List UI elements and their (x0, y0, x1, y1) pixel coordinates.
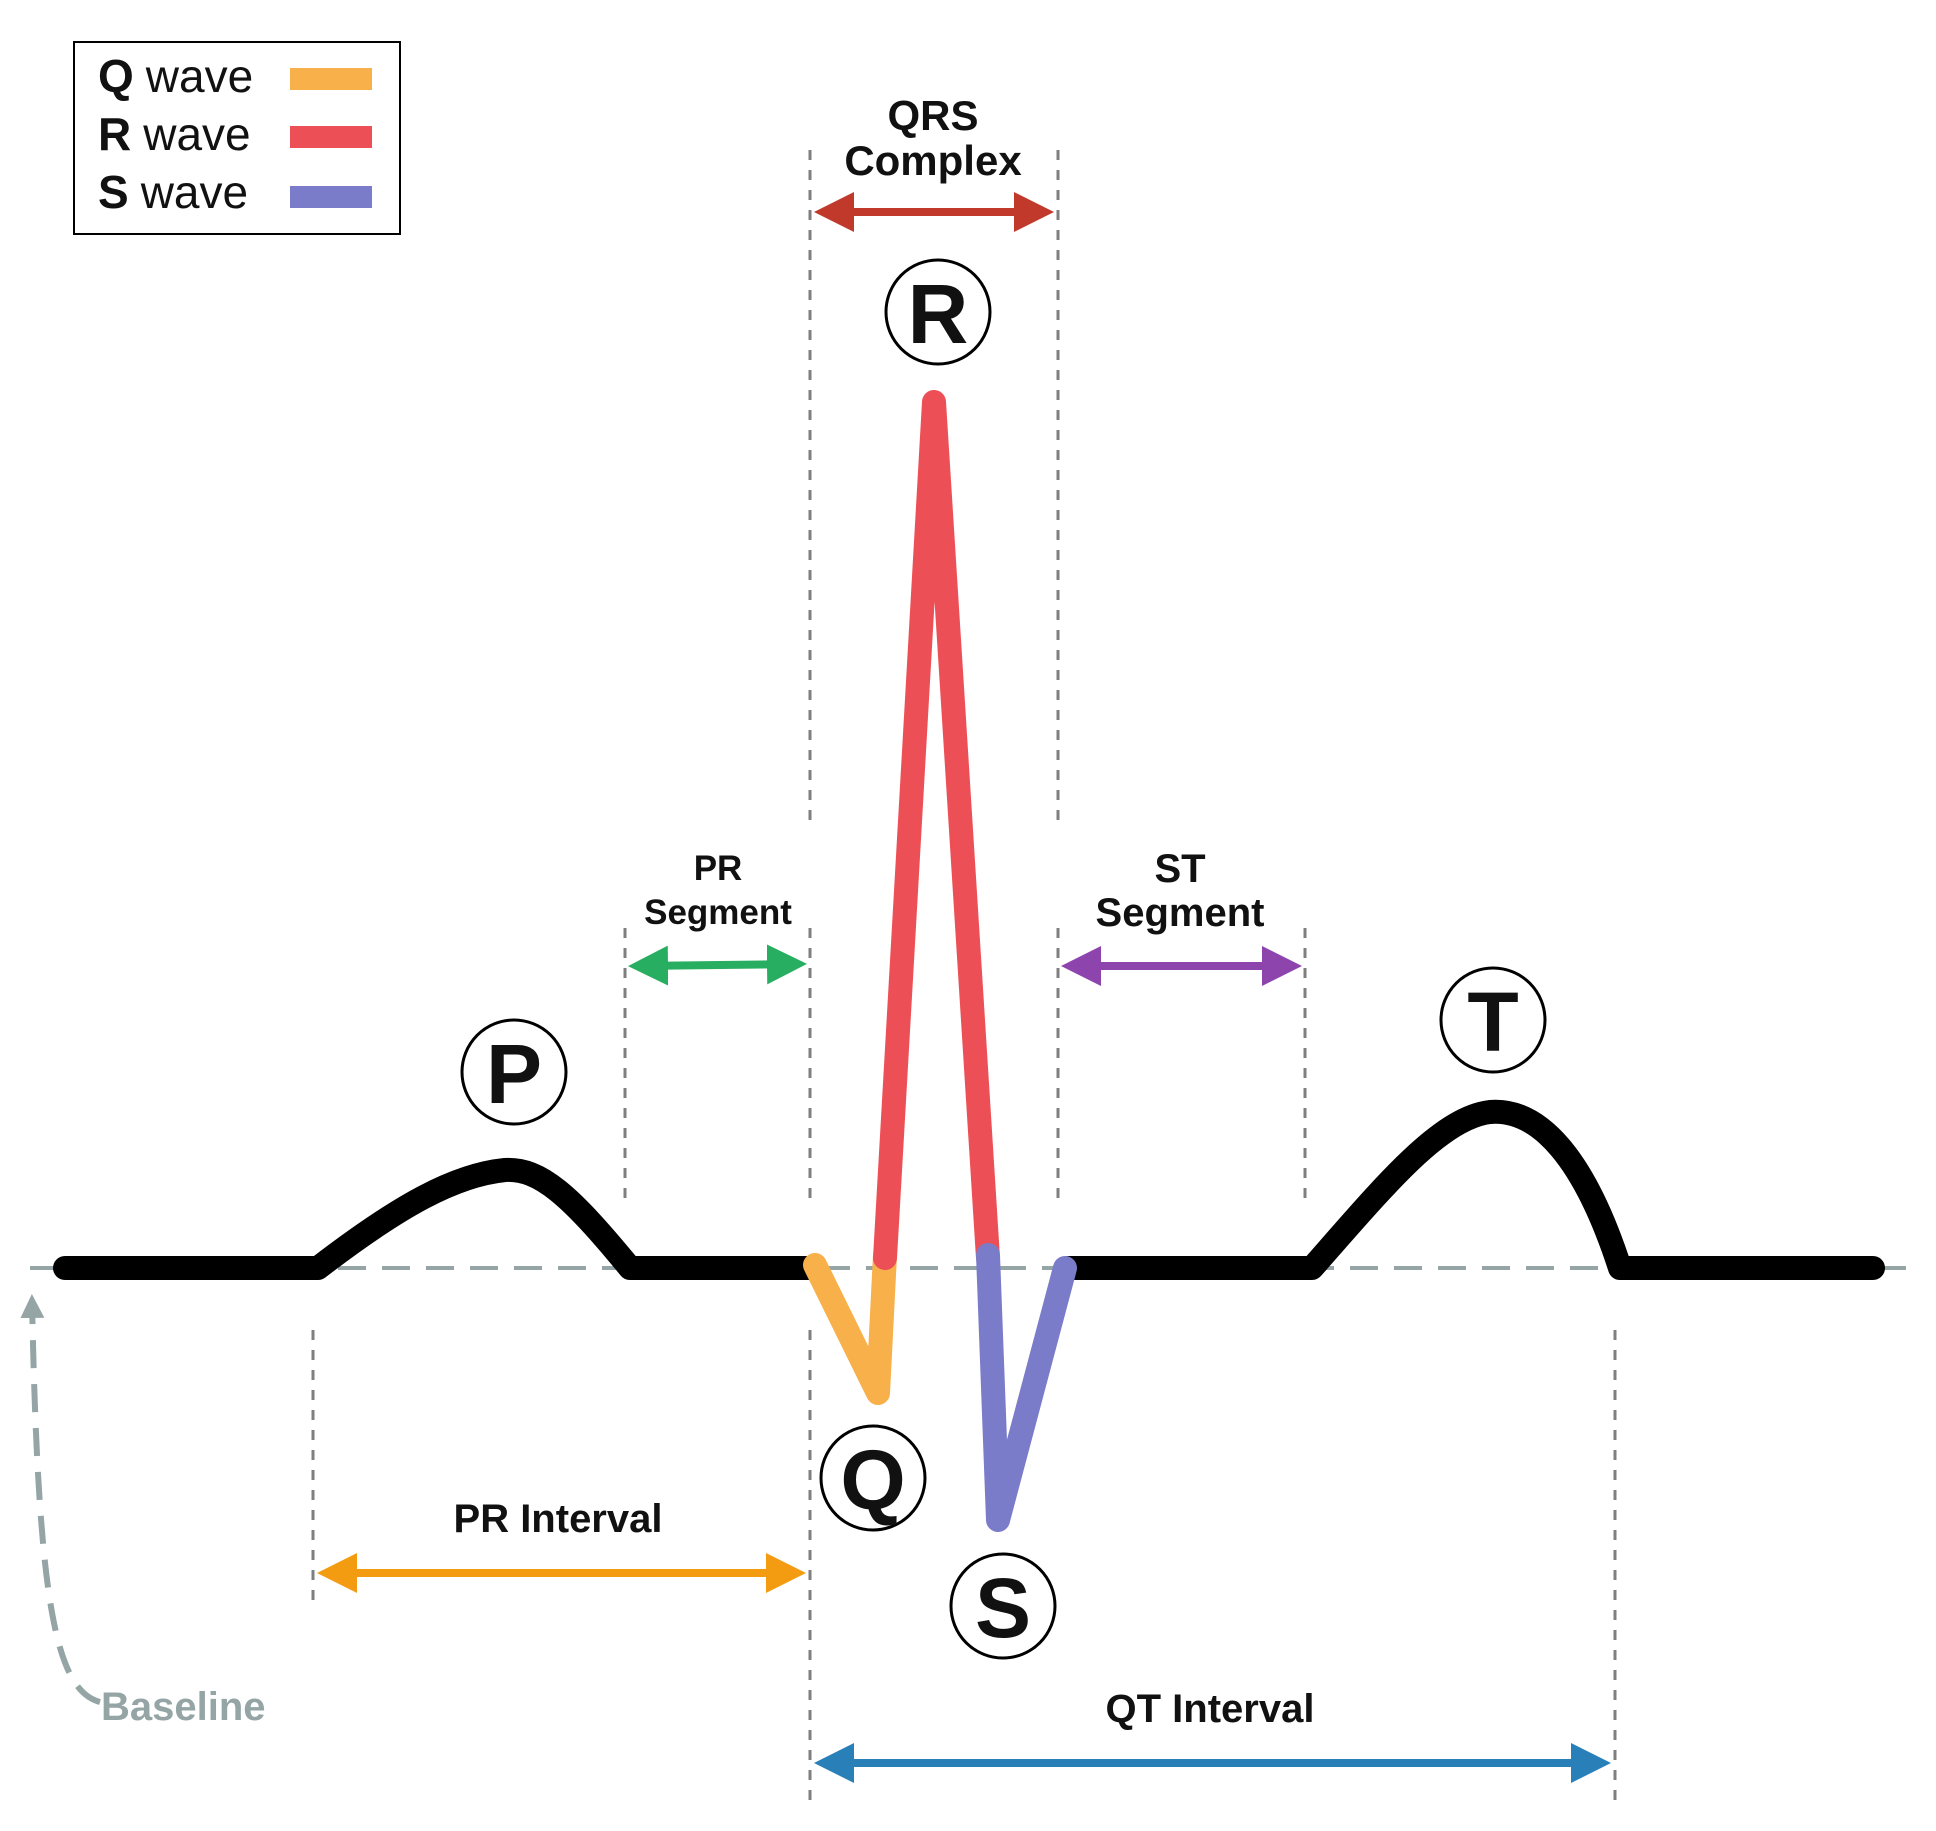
guide-lines (311, 150, 1617, 1805)
legend-r-swatch (290, 126, 372, 148)
legend-r-letter: R (98, 108, 131, 160)
s-circle (949, 1552, 1057, 1660)
pr-segment-label-line1: PR (694, 849, 743, 888)
wave-label-t: T (1439, 966, 1547, 1074)
pr-interval-annotation: PR Interval (317, 1497, 806, 1593)
legend-r-word: wave (142, 108, 250, 160)
legend-s-letter: S (98, 166, 129, 218)
p-wave-trace (53, 1157, 822, 1280)
p-circle (460, 1018, 568, 1126)
qt-interval-label: QT Interval (1106, 1687, 1315, 1731)
legend-s-swatch (290, 186, 372, 208)
legend-q-word: wave (145, 50, 253, 102)
legend-q-letter: Q (98, 50, 134, 102)
baseline-label: Baseline (101, 1685, 266, 1729)
pr-interval-label: PR Interval (454, 1497, 663, 1541)
t-circle (1439, 966, 1547, 1074)
p-letter: P (486, 1027, 542, 1121)
r-circle (884, 258, 992, 366)
wave-label-p: P (460, 1018, 568, 1126)
baseline-pointer-arrow (20, 1294, 101, 1705)
pr-segment-annotation: PR Segment (628, 849, 807, 986)
pr-segment-arrow (628, 944, 807, 986)
wave-label-q: Q (819, 1424, 927, 1532)
qt-interval-annotation: QT Interval (814, 1687, 1611, 1783)
s-wave-trace (976, 1243, 1077, 1532)
legend-q-swatch (290, 68, 372, 90)
pr-segment-label-line2: Segment (644, 893, 792, 932)
q-wave-trace (803, 1243, 897, 1405)
s-letter: S (975, 1561, 1031, 1655)
qrs-label-line2: Complex (844, 137, 1022, 184)
qrs-complex-annotation: QRS Complex (814, 92, 1054, 232)
r-letter: R (908, 267, 969, 361)
wave-label-r: R (884, 258, 992, 366)
qrs-label-line1: QRS (887, 92, 978, 139)
st-segment-annotation: ST Segment (1061, 847, 1302, 986)
r-wave-trace (873, 390, 1000, 1270)
t-letter: T (1467, 975, 1518, 1069)
st-segment-label-line2: Segment (1096, 891, 1265, 935)
q-letter: Q (840, 1433, 905, 1527)
q-circle (819, 1424, 927, 1532)
legend-s-word: wave (140, 166, 248, 218)
st-segment-label-line1: ST (1154, 847, 1205, 891)
wave-label-s: S (949, 1552, 1057, 1660)
t-wave-trace (1056, 1099, 1885, 1280)
ecg-trace (53, 390, 1885, 1532)
